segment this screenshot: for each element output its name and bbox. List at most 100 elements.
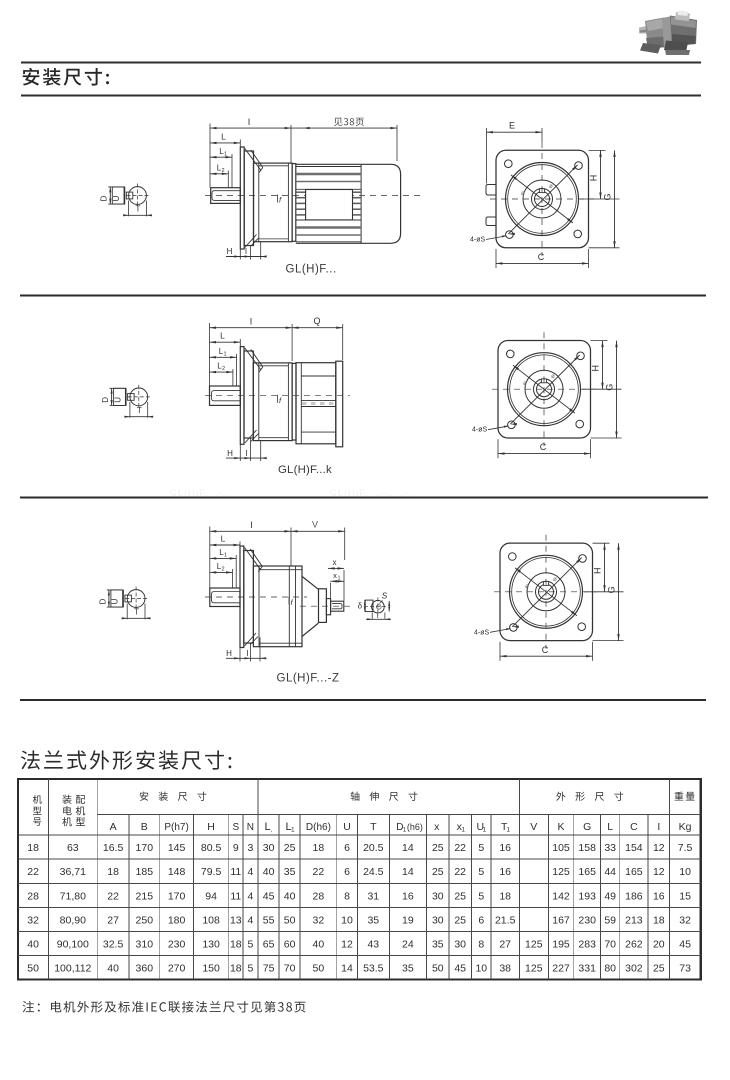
svg-text:ø: ø bbox=[525, 584, 529, 590]
svg-text:18: 18 bbox=[230, 938, 242, 950]
svg-text:I: I bbox=[246, 649, 248, 658]
svg-text:125: 125 bbox=[525, 938, 543, 950]
svg-text:30: 30 bbox=[432, 914, 444, 926]
svg-text:1: 1 bbox=[461, 827, 465, 834]
svg-text:16: 16 bbox=[499, 866, 511, 878]
svg-text:I: I bbox=[657, 821, 660, 833]
svg-text:16: 16 bbox=[402, 890, 414, 902]
svg-text:60: 60 bbox=[284, 938, 296, 950]
svg-text:H: H bbox=[227, 449, 233, 458]
svg-text:6: 6 bbox=[344, 842, 350, 854]
svg-text:T: T bbox=[134, 608, 139, 617]
svg-text:18: 18 bbox=[107, 866, 119, 878]
svg-text:D: D bbox=[100, 195, 109, 201]
svg-text:105: 105 bbox=[552, 842, 570, 854]
svg-text:U: U bbox=[112, 195, 121, 201]
svg-text:20.5: 20.5 bbox=[363, 842, 384, 854]
svg-text:283: 283 bbox=[578, 938, 596, 950]
svg-text:G: G bbox=[603, 193, 613, 200]
svg-text:50: 50 bbox=[313, 962, 325, 974]
svg-text:35: 35 bbox=[367, 914, 379, 926]
svg-text:I: I bbox=[248, 117, 251, 127]
svg-text:227: 227 bbox=[552, 962, 570, 974]
svg-text:N: N bbox=[247, 822, 254, 833]
svg-text:50: 50 bbox=[432, 962, 444, 974]
svg-text:18: 18 bbox=[313, 842, 325, 854]
svg-text:22: 22 bbox=[313, 866, 325, 878]
svg-text:22: 22 bbox=[454, 866, 466, 878]
svg-text:302: 302 bbox=[625, 962, 643, 974]
svg-text:x: x bbox=[434, 821, 440, 833]
svg-text:GL(H)F...: GL(H)F... bbox=[286, 264, 337, 276]
svg-text:27: 27 bbox=[107, 914, 119, 926]
svg-text:1: 1 bbox=[291, 827, 295, 834]
svg-text:D: D bbox=[396, 822, 403, 833]
svg-text:25: 25 bbox=[432, 842, 444, 854]
svg-text:5: 5 bbox=[478, 890, 484, 902]
svg-text:40: 40 bbox=[284, 890, 296, 902]
svg-text:5: 5 bbox=[478, 842, 484, 854]
svg-text:U: U bbox=[343, 821, 351, 833]
svg-text:1: 1 bbox=[338, 576, 341, 582]
svg-text:K: K bbox=[557, 821, 564, 833]
svg-text:185: 185 bbox=[136, 866, 154, 878]
svg-text:158: 158 bbox=[578, 842, 596, 854]
svg-text:145: 145 bbox=[168, 842, 186, 854]
svg-text:125: 125 bbox=[552, 866, 570, 878]
svg-text:f: f bbox=[279, 396, 282, 405]
svg-text:80,90: 80,90 bbox=[60, 914, 86, 926]
svg-text:80.5: 80.5 bbox=[201, 842, 222, 854]
svg-text:H: H bbox=[589, 175, 599, 182]
svg-text:80: 80 bbox=[604, 962, 616, 974]
svg-text:28: 28 bbox=[27, 890, 39, 902]
svg-text:1: 1 bbox=[224, 553, 227, 559]
svg-text:25: 25 bbox=[454, 914, 466, 926]
svg-text:38: 38 bbox=[499, 962, 511, 974]
svg-text:4: 4 bbox=[247, 866, 253, 878]
svg-text:170: 170 bbox=[168, 890, 186, 902]
svg-text:55: 55 bbox=[263, 914, 275, 926]
svg-text:Q: Q bbox=[313, 316, 320, 326]
svg-text:19: 19 bbox=[402, 914, 414, 926]
svg-text:S: S bbox=[382, 591, 388, 601]
svg-text:195: 195 bbox=[552, 938, 570, 950]
svg-text:32: 32 bbox=[313, 914, 325, 926]
svg-text:59: 59 bbox=[604, 914, 616, 926]
svg-text:50: 50 bbox=[284, 914, 296, 926]
svg-text:165: 165 bbox=[578, 866, 596, 878]
svg-text:H: H bbox=[226, 649, 232, 658]
svg-text:C: C bbox=[630, 821, 638, 833]
svg-text:70: 70 bbox=[604, 938, 616, 950]
svg-text:230: 230 bbox=[168, 938, 186, 950]
svg-text:E: E bbox=[509, 121, 515, 131]
svg-text:108: 108 bbox=[202, 914, 220, 926]
svg-text:262: 262 bbox=[625, 938, 643, 950]
svg-text:43: 43 bbox=[367, 938, 379, 950]
svg-text:6: 6 bbox=[344, 866, 350, 878]
svg-text:1: 1 bbox=[223, 351, 226, 357]
svg-text:ø: ø bbox=[523, 381, 527, 387]
svg-text:50: 50 bbox=[27, 962, 39, 974]
svg-text:H: H bbox=[227, 247, 233, 256]
svg-text:13: 13 bbox=[230, 914, 242, 926]
svg-text:148: 148 bbox=[168, 866, 186, 878]
svg-text:33: 33 bbox=[604, 842, 616, 854]
svg-text:154: 154 bbox=[625, 842, 643, 854]
svg-text:L: L bbox=[219, 347, 224, 356]
svg-text:10: 10 bbox=[341, 914, 353, 926]
svg-text:250: 250 bbox=[136, 914, 154, 926]
svg-text:63: 63 bbox=[67, 842, 79, 854]
svg-text:2: 2 bbox=[221, 168, 224, 174]
svg-text:12: 12 bbox=[653, 866, 665, 878]
svg-text:4-øS: 4-øS bbox=[474, 629, 490, 636]
svg-text:Kg: Kg bbox=[679, 821, 692, 833]
svg-text:71,80: 71,80 bbox=[60, 890, 86, 902]
svg-text:40: 40 bbox=[27, 938, 39, 950]
svg-text:L: L bbox=[217, 362, 222, 371]
svg-text:5: 5 bbox=[247, 938, 253, 950]
svg-text:4-øS: 4-øS bbox=[472, 427, 488, 434]
svg-text:16.5: 16.5 bbox=[103, 842, 124, 854]
svg-text:25: 25 bbox=[454, 890, 466, 902]
svg-text:L: L bbox=[220, 331, 225, 341]
svg-text:4: 4 bbox=[247, 914, 253, 926]
